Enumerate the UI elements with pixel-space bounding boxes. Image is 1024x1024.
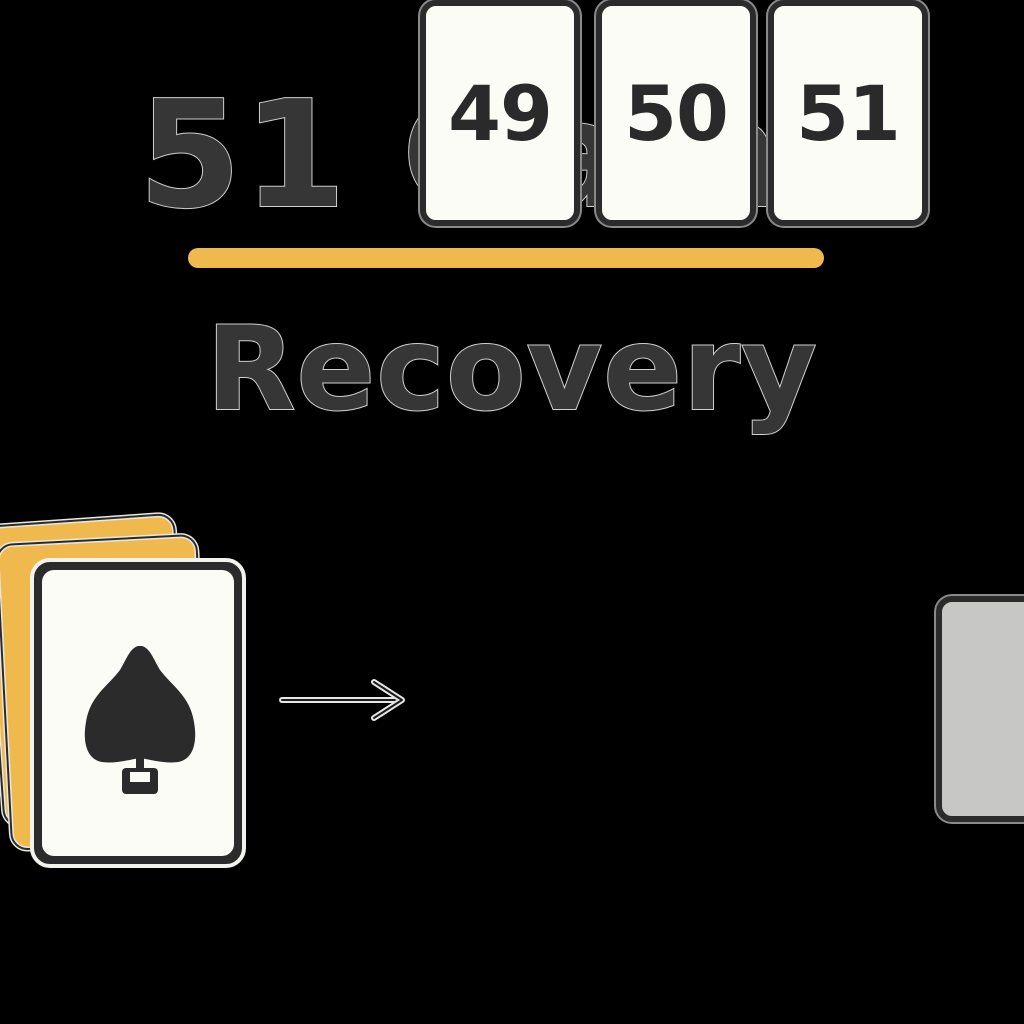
game-subtitle: Recovery	[205, 301, 818, 438]
title-divider	[188, 248, 824, 268]
number-card-49[interactable]: 49	[420, 0, 580, 226]
arrow-right-icon	[279, 679, 405, 721]
hidden-card[interactable]	[936, 596, 1024, 822]
spade-icon	[84, 646, 196, 794]
number-card-value: 49	[448, 68, 553, 158]
number-card-51[interactable]: 51	[768, 0, 928, 226]
card-deck[interactable]	[0, 510, 270, 880]
number-card-value: 51	[796, 68, 901, 158]
number-card-value: 50	[624, 68, 729, 158]
number-card-50[interactable]: 50	[596, 0, 756, 226]
